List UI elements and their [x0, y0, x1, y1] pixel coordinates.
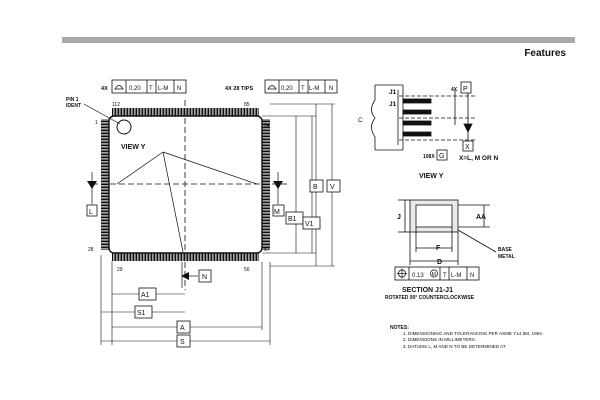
detail-p-count: 4X: [451, 87, 458, 93]
section-d-label: D: [437, 259, 442, 266]
fcf-top-right: 4X 28 TIPS 0.20 T L-M N: [225, 79, 338, 94]
dim-s-box: [176, 334, 191, 348]
notes-block: NOTES: DIMENSIONING AND TOLERANCING PER …: [390, 325, 595, 350]
svg-text:N: N: [202, 274, 207, 281]
pin-number-1: 1: [95, 120, 98, 126]
pin-number-84: 84: [264, 123, 270, 129]
detail-j1-bottom-label: J1: [389, 101, 397, 108]
svg-text:L-M: L-M: [451, 273, 461, 279]
datum-p-label: P: [463, 86, 468, 93]
dim-v1-box: [302, 216, 321, 230]
view-y-title: VIEW Y: [419, 173, 444, 180]
note-item: DATUMS L, M AND N TO BE DETERMINED AT: [408, 344, 595, 350]
section-title: SECTION J1-J1: [402, 287, 453, 294]
dim-b1-label: B1: [288, 216, 297, 223]
dim-v-box: [326, 179, 341, 193]
pin-number-112: 112: [112, 102, 120, 108]
svg-text:M: M: [274, 209, 280, 216]
svg-text:N: N: [470, 273, 474, 279]
svg-text:M: M: [432, 272, 436, 278]
pins-right-column: [262, 119, 270, 250]
section-f-label: F: [436, 245, 441, 252]
section-title: Features: [524, 48, 566, 59]
dim-s-label: S: [180, 339, 185, 346]
dim-s1-label: S1: [137, 310, 146, 317]
pins-top-row: [112, 108, 259, 116]
dim-g-box: [436, 149, 448, 161]
dim-g-label: G: [439, 153, 444, 160]
view-y-detail: [371, 84, 475, 151]
datum-x-legend: X=L, M OR N: [459, 155, 498, 162]
base-metal-label-line1: BASE: [498, 247, 513, 253]
detail-c-label: C: [358, 117, 363, 124]
note-item: DIMENSIONING AND TOLERANCING PER ASME Y1…: [408, 331, 595, 337]
package-body: [108, 115, 263, 254]
dim-a-box: [176, 320, 191, 334]
datum-p-box: [460, 81, 472, 94]
dim-v-label: V: [330, 184, 335, 191]
svg-text:0.20: 0.20: [129, 86, 141, 92]
view-y-callout: VIEW Y: [121, 144, 146, 151]
svg-text:4X 28 TIPS: 4X 28 TIPS: [225, 86, 253, 92]
pins-left-column: [101, 119, 109, 250]
datum-x-label: X: [465, 144, 470, 151]
svg-text:N: N: [329, 86, 333, 92]
pin1-ident-label-line1: PIN 1: [66, 97, 79, 103]
notes-list: DIMENSIONING AND TOLERANCING PER ASME Y1…: [390, 331, 595, 350]
svg-text:L: L: [89, 209, 93, 216]
pin1-ident-label-line2: IDENT: [66, 103, 81, 109]
pins-bottom-row: [112, 253, 259, 261]
fcf-section: 0.13 M T L-M N: [394, 266, 480, 281]
notes-title: NOTES:: [390, 325, 409, 331]
dim-s1-box: [134, 305, 153, 319]
svg-text:0.20: 0.20: [281, 86, 293, 92]
detail-g-count: 108X: [423, 154, 435, 160]
section-subtitle: ROTATED 90° COUNTERCLOCKWISE: [385, 295, 475, 301]
pin-number-57: 57: [264, 247, 270, 253]
section-j-label: J: [397, 214, 401, 221]
detail-j1-top-label: J1: [389, 89, 397, 96]
section-aa-label: AA: [476, 214, 486, 221]
datum-l: L: [86, 172, 98, 217]
base-metal-label-line2: METAL: [498, 254, 515, 260]
datum-x-box: [462, 140, 474, 152]
dim-a1-box: [138, 287, 157, 301]
svg-text:0.13: 0.13: [412, 273, 424, 279]
svg-text:L-M: L-M: [309, 86, 319, 92]
section-j1-detail: [398, 199, 497, 265]
svg-text:L-M: L-M: [158, 86, 168, 92]
package-top-view: [83, 100, 290, 290]
svg-text:T: T: [301, 86, 305, 92]
dims-right: [262, 103, 335, 267]
datum-n: N: [181, 262, 212, 288]
svg-text:T: T: [443, 273, 447, 279]
dim-a-label: A: [180, 325, 185, 332]
pin-number-29: 29: [117, 267, 123, 273]
pin-number-28: 28: [88, 247, 94, 253]
dim-a1-label: A1: [141, 292, 150, 299]
svg-text:T: T: [149, 86, 153, 92]
header-divider-bar: [62, 37, 575, 43]
pin-number-85: 85: [244, 102, 250, 108]
fcf-top-left: 4X 0.20 T L-M N: [101, 79, 187, 94]
dim-b-label: B: [313, 184, 318, 191]
pin1-dot: [116, 119, 132, 135]
note-item: DIMENSIONS IN MILLIMETERS.: [408, 337, 595, 343]
svg-text:N: N: [177, 86, 181, 92]
datum-m: M: [272, 172, 285, 217]
pin-number-56: 56: [244, 267, 250, 273]
svg-text:4X: 4X: [101, 86, 108, 92]
dim-b-box: [309, 179, 324, 193]
dim-v1-label: V1: [305, 221, 314, 228]
